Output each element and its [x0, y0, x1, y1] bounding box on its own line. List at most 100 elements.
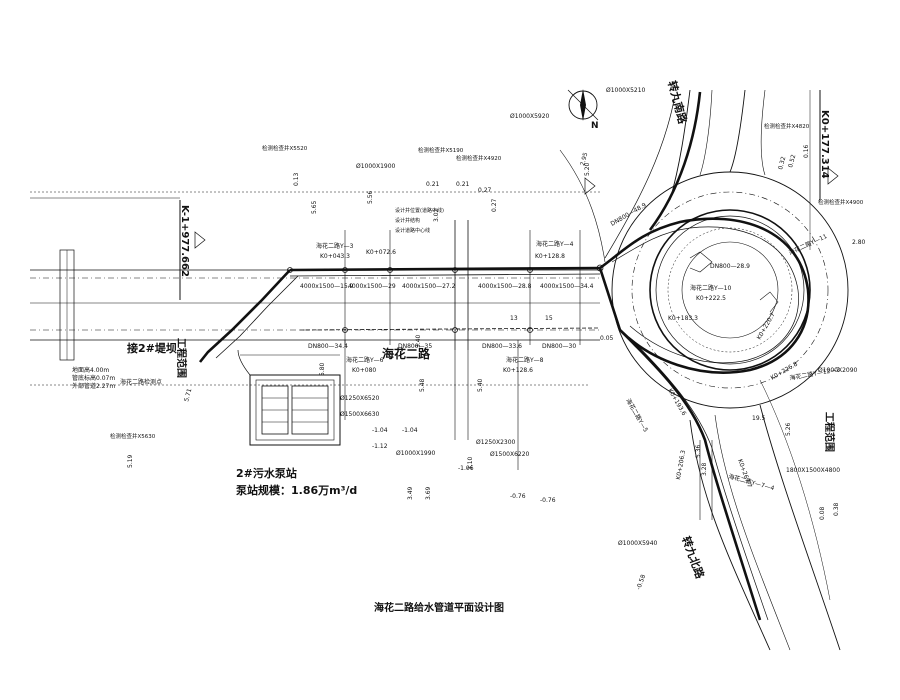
chainage-label: K0+128.6 — [503, 367, 533, 374]
dimension-value: 3.49 — [407, 486, 414, 500]
elevation-label: -0.76 — [540, 497, 556, 504]
pipe-label: DN800—48.9 — [610, 202, 648, 228]
right-boundary — [759, 90, 831, 601]
culvert-label: Ø1000X5920 — [510, 113, 550, 120]
pipe-label: DN800—30 — [542, 343, 576, 350]
station-right: K0+177.314 — [819, 110, 830, 179]
elevation-label: -1.04 — [372, 427, 388, 434]
pipe-label: 4000x1500—29 — [348, 283, 396, 290]
culvert-label: Ø1000X2090 — [818, 367, 858, 374]
haihua-road-edges — [30, 191, 600, 386]
legend-note-2: 设计井结构 — [395, 217, 420, 224]
inspect-label: 检测检查井X4920 — [456, 154, 502, 162]
dimension-value: 5.80 — [319, 362, 326, 376]
culvert-label: Ø1250X2300 — [476, 439, 516, 446]
manhole-label: 海花二路Y—10 — [690, 284, 731, 292]
inspect-label: 检测检查井X5520 — [262, 144, 308, 152]
pipe-label: 4000x1500—34.4 — [540, 283, 594, 290]
roundabout-pipe — [598, 217, 810, 374]
vertical-connections — [344, 220, 581, 470]
south-road — [619, 329, 841, 651]
pipe-label: 4000x1500—27.2 — [402, 283, 456, 290]
pump-station — [237, 349, 341, 446]
dimension-value: 5.26 — [785, 422, 792, 436]
chainage-label: K0+072.6 — [366, 249, 396, 256]
chainage-label: K0+128.8 — [535, 253, 565, 260]
pipe-label: 4000x1500—15.9 — [300, 283, 354, 290]
north-arrow-icon: N — [567, 89, 599, 131]
road-label-north: 转九北路 — [679, 534, 708, 581]
chainage-label: K0+080 — [352, 367, 376, 374]
manhole-label: 海花二路Y—5 — [624, 397, 650, 434]
manhole-markers — [287, 264, 604, 333]
drawing-title: 海花二路给水管道平面设计图 — [374, 601, 504, 614]
dimension-value: 13 — [510, 315, 518, 322]
main-water-pipe — [198, 266, 601, 363]
roundabout — [611, 171, 849, 409]
dimension-value: 3.69 — [425, 486, 432, 500]
inspect-label: 检测检查井X5190 — [418, 146, 464, 154]
dimension-value: 5.40 — [477, 378, 484, 392]
dimension-value: 0.27 — [491, 198, 498, 212]
culvert-label: Ø1500X6630 — [340, 411, 380, 418]
pipe-label: DN800—34.4 — [308, 343, 348, 350]
inspect-label: 检测检查井X4900 — [818, 198, 864, 206]
culvert-label: Ø1000X5210 — [606, 87, 646, 94]
dimension-value: 0.52 — [787, 154, 797, 169]
dimension-value: 3.10 — [467, 456, 474, 470]
manhole-label: 海花二路Y—8 — [506, 356, 544, 364]
culvert-label: Ø1000X5940 — [618, 540, 658, 547]
left-note-3: 外部管道2.27m — [72, 382, 115, 390]
chainage-label: K0+206.3 — [675, 449, 687, 480]
left-note-2: 管底标高0.07m — [72, 374, 115, 382]
pipe-label: DN800—33.6 — [482, 343, 522, 350]
legend-note-3: 设计道路中心线 — [395, 227, 430, 234]
dimension-value: 0.05 — [600, 335, 614, 342]
dimension-value: 3.40 — [415, 334, 422, 348]
dimension-value: 5.65 — [311, 200, 318, 214]
chainage-label: K0+043.3 — [320, 253, 350, 260]
dimension-value: 5.71 — [183, 388, 193, 403]
legend-note-1: 设计井位置(道路中线) — [395, 207, 444, 214]
north-road — [559, 89, 766, 263]
section-arrows — [194, 167, 839, 249]
manhole-label: 海花二路Y—6 — [346, 356, 384, 364]
elevation-label: -1.06 — [458, 465, 474, 472]
culvert-label: 1800X1500X4800 — [786, 467, 840, 474]
culvert-label: Ø1000X1900 — [356, 163, 396, 170]
dimension-value: 5.19 — [127, 454, 134, 468]
dimension-value: 0.21 — [426, 181, 440, 188]
bank-label: 接2#堤坝 — [127, 341, 177, 355]
pipe-label: DN800—35 — [398, 343, 432, 350]
inspect-label: 检测检查井X4820 — [764, 122, 810, 130]
left-note-1: 地面高4.00m — [72, 366, 109, 374]
manhole-label: 海花二路Y—4 — [536, 240, 574, 248]
dimension-value: 0.21 — [456, 181, 470, 188]
dimension-value: 19.5 — [752, 415, 766, 422]
station-left: K-1+977.662 — [179, 205, 190, 277]
dimension-value: 5.20 — [584, 162, 591, 176]
svg-text:N: N — [591, 121, 599, 131]
pipe-label: 4000x1500—28.8 — [478, 283, 532, 290]
chainage-label: K0+183.3 — [668, 315, 698, 322]
left-bank-box — [59, 249, 75, 361]
dimension-value: 5.48 — [419, 378, 426, 392]
dimension-value: 5.36 — [695, 444, 702, 458]
dimension-value: 0.16 — [803, 144, 810, 158]
left-note-4: 海花二路检测点 — [120, 378, 162, 386]
manhole-label: 海花二路Y—11 — [787, 232, 828, 257]
pipe-label: DN800—28.9 — [710, 263, 750, 270]
dimension-value: 5.56 — [367, 190, 374, 204]
scope-label-left: 工程范围 — [175, 338, 188, 378]
dimension-value: 0.13 — [293, 172, 300, 186]
road-label-haihua: 海花二路 — [382, 346, 431, 361]
dimension-value: 2.95 — [579, 152, 589, 167]
culvert-label: Ø1250X6520 — [340, 395, 380, 402]
inspect-label: 检测检查井X5630 — [110, 432, 156, 440]
scope-label-right: 工程范围 — [823, 412, 836, 452]
road-label-south: 转九南路 — [665, 79, 690, 126]
dimension-value: 15 — [545, 315, 553, 322]
dimension-value: 3.02 — [433, 208, 440, 222]
